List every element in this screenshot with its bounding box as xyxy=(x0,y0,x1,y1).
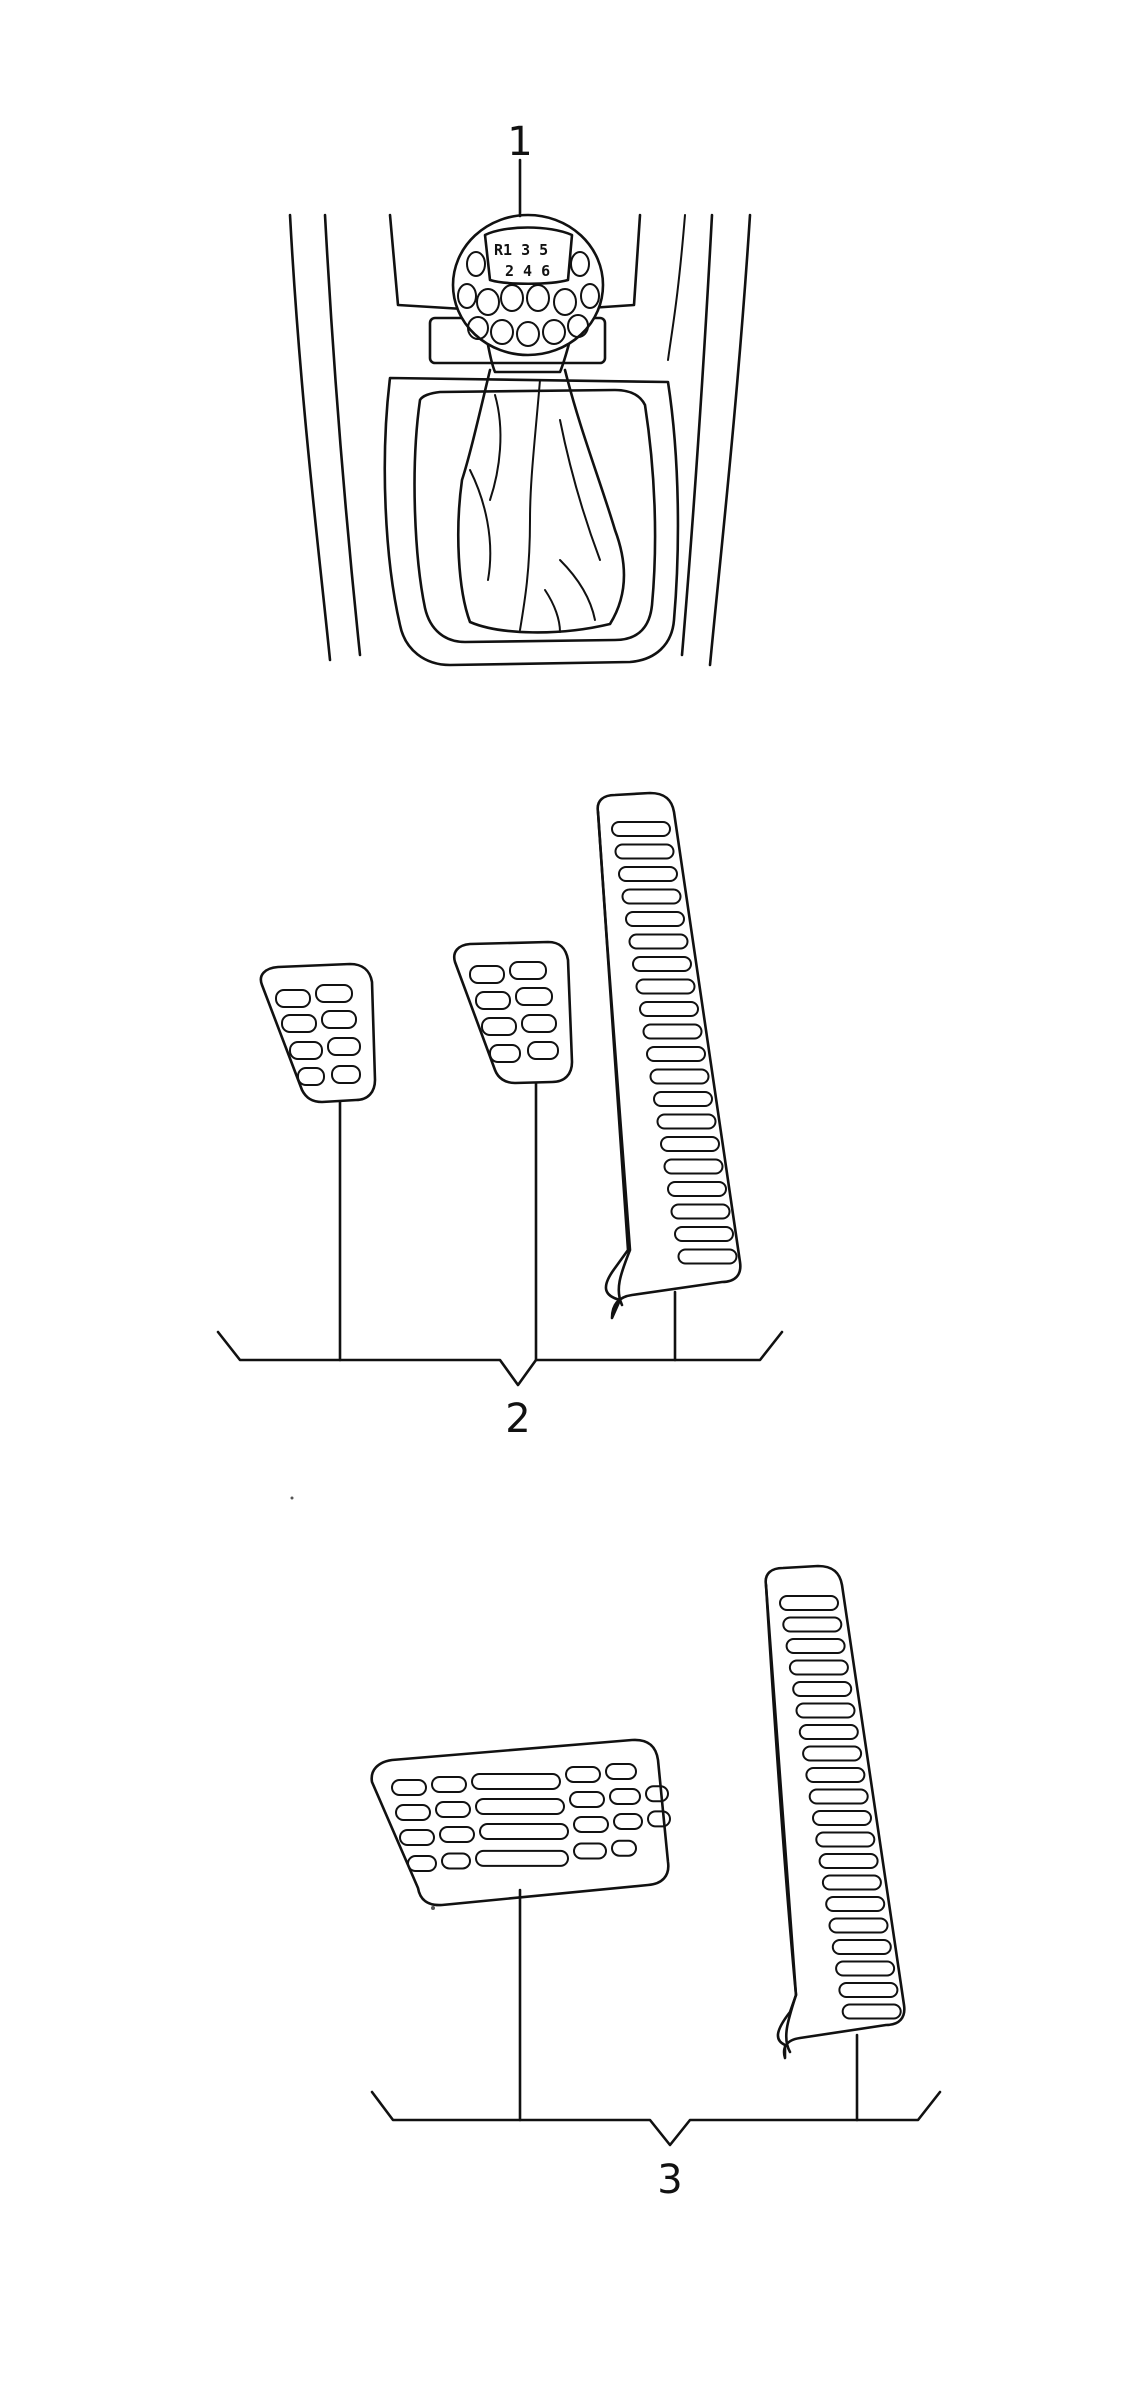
pedal-slot xyxy=(667,1181,727,1197)
pedal-slot xyxy=(838,1982,899,1998)
pedal-slot xyxy=(471,1773,561,1790)
pedal-slot xyxy=(785,1638,846,1654)
pedal-slot xyxy=(815,1831,876,1848)
shift-pattern-top: R1 3 5 xyxy=(494,241,548,259)
pedal-slot xyxy=(818,1853,879,1869)
pedal-slot xyxy=(441,1852,471,1870)
pedal-slot xyxy=(613,1812,643,1830)
pedal-slot xyxy=(475,1798,565,1815)
pedal-slot xyxy=(788,1659,849,1676)
accelerator-pedal-pad-3 xyxy=(764,1564,906,2060)
pedal-slot xyxy=(660,1136,720,1152)
pedal-slot xyxy=(782,1616,843,1633)
pedal-slot xyxy=(821,1874,882,1891)
brake-pedal-pad xyxy=(452,940,574,1085)
pedal-slot xyxy=(841,2003,902,2020)
callout-3: 3 xyxy=(657,2157,682,2203)
pedal-slot xyxy=(653,1091,713,1107)
pedal-slot xyxy=(828,1917,889,1934)
pedal-slot xyxy=(632,956,692,972)
shift-pattern-bottom: 2 4 6 xyxy=(505,262,550,280)
pedal-slot xyxy=(395,1804,431,1821)
pedal-slot xyxy=(628,933,689,950)
pedal-slot xyxy=(835,1960,896,1977)
pedal-slot xyxy=(798,1724,859,1740)
pedal-slot xyxy=(792,1681,853,1697)
pedal-slot xyxy=(435,1801,471,1818)
callout-1: 1 xyxy=(507,119,532,165)
pedal-slot xyxy=(625,911,685,927)
pedal-slot xyxy=(611,821,671,837)
pedal-set-3: 3 xyxy=(370,1564,942,2203)
pedal-slot xyxy=(831,1939,892,1955)
pedal-slot xyxy=(808,1788,869,1805)
accelerator-pedal-pad xyxy=(596,791,742,1320)
speck xyxy=(431,1906,435,1910)
pedal-slot xyxy=(431,1776,467,1793)
pedal-slot xyxy=(439,1826,475,1843)
speck xyxy=(290,1496,294,1500)
pedal-slot xyxy=(663,1158,724,1175)
pedal-slot xyxy=(609,1787,641,1805)
pedal-slot xyxy=(812,1810,872,1826)
pedal-slot xyxy=(399,1829,435,1846)
pedal-slot xyxy=(642,1023,703,1040)
pedal-set-2: 2 xyxy=(216,791,784,1442)
pedal-slot xyxy=(573,1842,607,1860)
pedal-slot xyxy=(677,1248,738,1265)
pedal-slot xyxy=(656,1113,717,1130)
pedal-slot xyxy=(605,1762,637,1780)
pedal-slot xyxy=(475,1849,569,1867)
pedal-slot xyxy=(407,1855,437,1872)
pedal-slot xyxy=(573,1815,609,1833)
callout-2: 2 xyxy=(505,1396,530,1442)
gear-knob-assembly: R1 3 5 2 4 6 1 xyxy=(288,119,752,667)
pedal-slot xyxy=(621,888,682,905)
pedal-slot xyxy=(646,1046,706,1062)
pedal-slot xyxy=(565,1765,601,1783)
pedal-slot xyxy=(649,1068,710,1085)
pedal-slot xyxy=(802,1745,863,1762)
pedal-slot xyxy=(795,1702,856,1719)
pedal-slot xyxy=(639,1001,699,1017)
pedal-slot xyxy=(618,866,678,882)
wide-brake-pedal-pad xyxy=(370,1738,671,1907)
bracket-2 xyxy=(216,1330,784,1387)
pedal-slot xyxy=(614,843,675,860)
pedal-slot xyxy=(611,1839,637,1857)
pedal-slot xyxy=(391,1779,427,1796)
knob-dimples xyxy=(457,251,600,347)
clutch-pedal-pad xyxy=(259,962,377,1104)
pedal-slot xyxy=(805,1767,866,1783)
pedal-slot xyxy=(635,978,696,995)
pedal-slot xyxy=(779,1595,839,1611)
pedal-slot xyxy=(825,1896,886,1912)
pedal-slot xyxy=(569,1790,605,1808)
pedal-slot xyxy=(645,1785,669,1803)
pedal-slot xyxy=(647,1810,671,1828)
pedal-slot xyxy=(479,1823,569,1840)
pedal-slot xyxy=(674,1226,734,1242)
pedal-slot xyxy=(670,1203,731,1220)
bracket-3 xyxy=(370,2090,942,2147)
